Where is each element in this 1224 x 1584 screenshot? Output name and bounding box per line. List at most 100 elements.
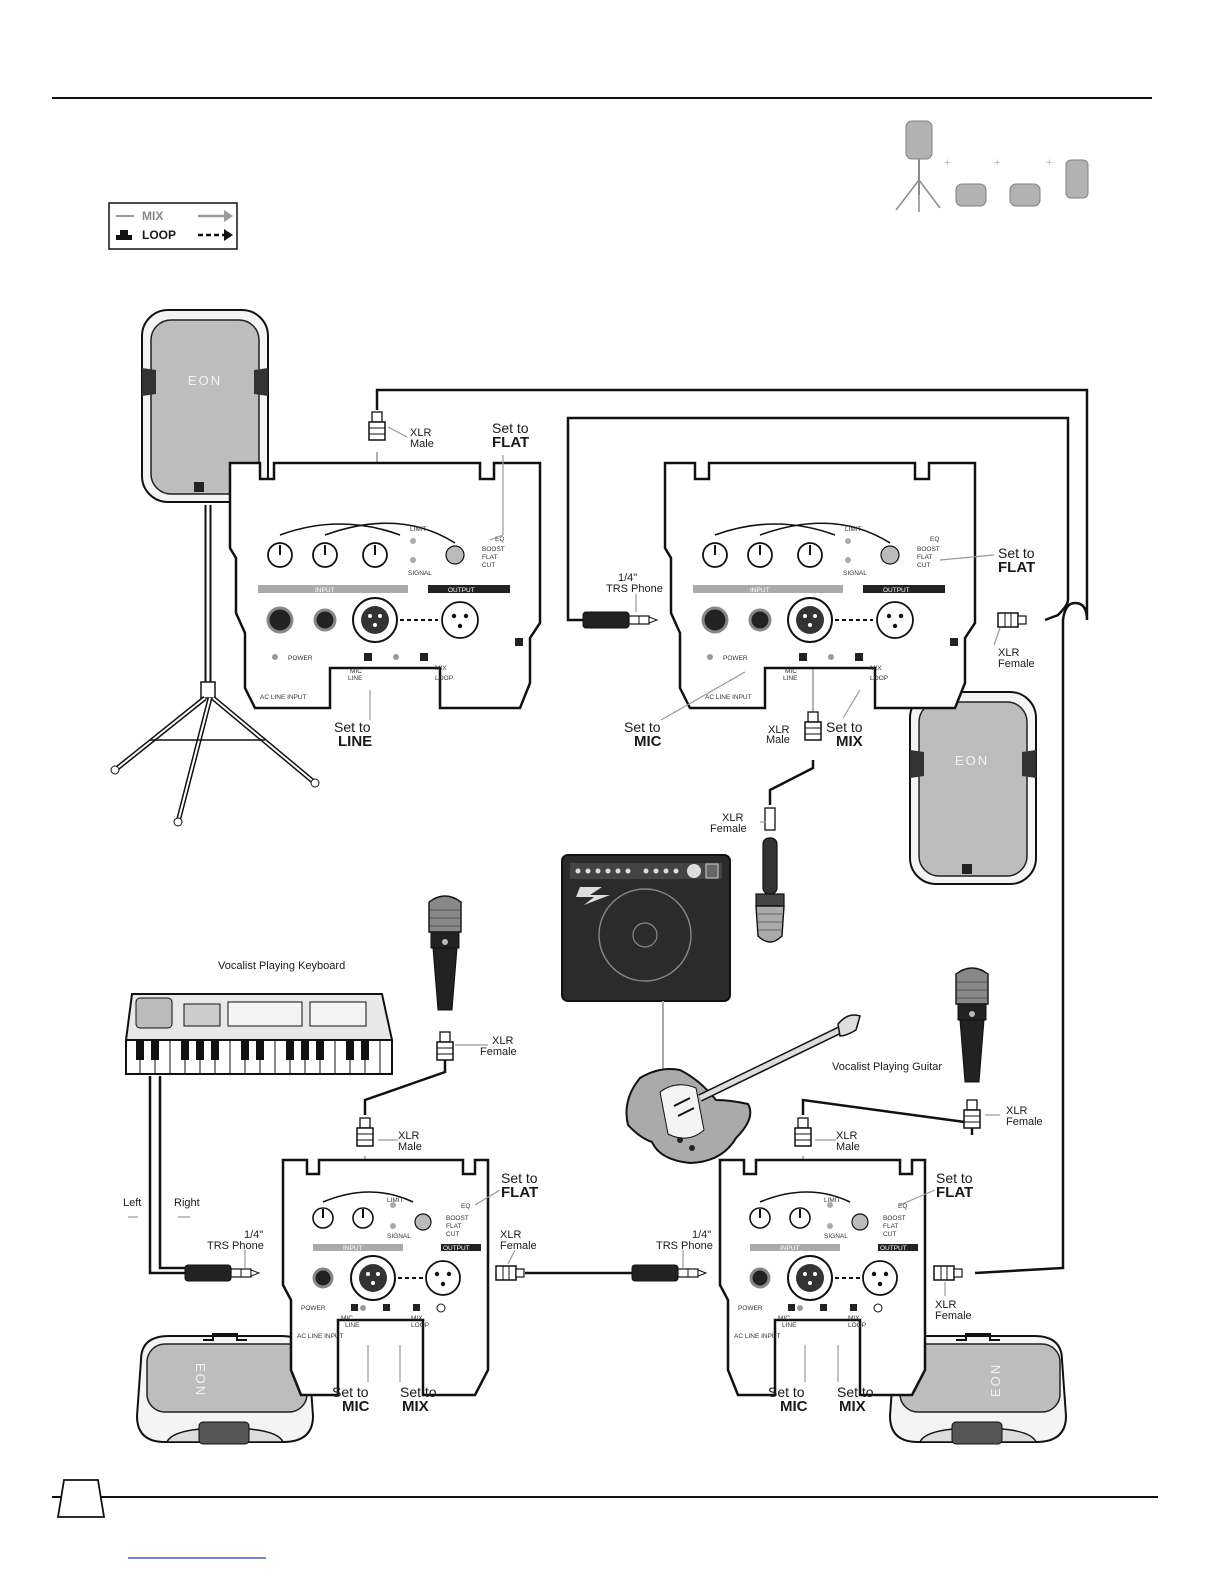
label-set-to-11: Set to — [837, 1384, 874, 1400]
label-trs-1b: TRS Phone — [606, 583, 663, 595]
label-flat-1: FLAT — [492, 434, 529, 451]
panel-boost: BOOST — [883, 1215, 906, 1222]
product-thumbnails: + + + — [895, 120, 1089, 212]
panel-limit: LIMIT — [845, 526, 862, 533]
control-panel-top-right: LIMIT SIGNAL EQ BOOST FLAT CUT INPUT OUT… — [663, 461, 977, 710]
panel-ac-line-input: AC LINE INPUT — [734, 1333, 781, 1340]
label-xlr-female-4b: Female — [1006, 1116, 1043, 1128]
panel-signal: SIGNAL — [408, 570, 432, 577]
panel-power: POWER — [738, 1305, 763, 1312]
panel-input: INPUT — [750, 587, 770, 594]
panel-cut: CUT — [446, 1231, 459, 1238]
panel-loop: LOOP — [435, 675, 453, 682]
keyboard — [124, 993, 394, 1075]
electric-guitar — [625, 1014, 861, 1165]
panel-signal: SIGNAL — [387, 1233, 411, 1240]
panel-line: LINE — [782, 1322, 797, 1329]
panel-mic: MIC — [350, 668, 362, 675]
label-set-to-8: Set to — [332, 1384, 369, 1400]
panel-limit: LIMIT — [387, 1197, 404, 1204]
panel-eq: EQ — [898, 1203, 907, 1210]
panel-signal: SIGNAL — [843, 570, 867, 577]
panel-mix: MIX — [411, 1315, 423, 1322]
panel-limit: LIMIT — [824, 1197, 841, 1204]
label-right: Right — [174, 1197, 200, 1209]
speaker-brand-left: EON — [188, 373, 222, 388]
monitor-brand-left: EON — [193, 1363, 208, 1397]
legend: MIX LOOP — [108, 202, 238, 250]
label-xlr-male-3b: Male — [398, 1141, 422, 1153]
panel-cut: CUT — [482, 562, 495, 569]
label-mix-3: MIX — [839, 1398, 866, 1415]
panel-loop: LOOP — [848, 1322, 866, 1329]
panel-power: POWER — [723, 655, 748, 662]
label-xlr-female-1a: XLR — [998, 647, 1019, 659]
monitor-brand-right: EON — [988, 1363, 1003, 1397]
label-set-to-10: Set to — [768, 1384, 805, 1400]
label-mic-1: MIC — [634, 733, 662, 750]
panel-boost: BOOST — [446, 1215, 469, 1222]
speaker-brand-right: EON — [955, 753, 989, 768]
label-xlr-male-4a: XLR — [836, 1130, 857, 1142]
guitar-amp — [561, 854, 731, 1002]
label-xlr-female-4a: XLR — [1006, 1105, 1027, 1117]
legend-mix-label: MIX — [142, 209, 163, 223]
panel-line: LINE — [783, 675, 798, 682]
label-xlr-female-2b: Female — [710, 823, 747, 835]
panel-loop: LOOP — [411, 1322, 429, 1329]
panel-eq: EQ — [495, 536, 504, 543]
label-left: Left — [123, 1197, 141, 1209]
svg-text:+: + — [944, 157, 950, 169]
label-xlr-male-2a: XLR — [768, 724, 789, 736]
main-speaker-left: EON — [110, 309, 320, 827]
control-panel-bottom-left: LIMIT SIGNAL EQ BOOST FLAT CUT INPUT OUT… — [281, 1158, 490, 1397]
monitor-speaker-right: EON — [889, 1333, 1067, 1445]
panel-mix: MIX — [870, 665, 882, 672]
panel-line: LINE — [345, 1322, 360, 1329]
panel-input: INPUT — [315, 587, 335, 594]
label-mix-1: MIX — [836, 733, 863, 750]
label-xlr-male-1b: Male — [410, 438, 434, 450]
panel-power: POWER — [288, 655, 313, 662]
label-trs-2a: 1/4" — [244, 1229, 263, 1241]
label-flat-3: FLAT — [501, 1184, 538, 1201]
panel-output: OUTPUT — [448, 587, 475, 594]
panel-mic: MIC — [341, 1315, 353, 1322]
svg-text:+: + — [994, 157, 1000, 169]
svg-text:+: + — [1046, 157, 1052, 169]
connectors-top — [368, 411, 1027, 943]
panel-output: OUTPUT — [880, 1245, 907, 1252]
legend-loop-label: LOOP — [142, 228, 176, 242]
page-tab — [56, 1479, 106, 1518]
main-speaker-right: EON — [909, 691, 1037, 885]
panel-output: OUTPUT — [883, 587, 910, 594]
panel-flat: FLAT — [446, 1223, 461, 1230]
panel-power: POWER — [301, 1305, 326, 1312]
panel-eq: EQ — [461, 1203, 470, 1210]
label-set-to-6: Set to — [501, 1170, 538, 1186]
label-set-to-4: Set to — [624, 719, 661, 735]
label-xlr-female-3b: Female — [480, 1046, 517, 1058]
label-line: LINE — [338, 733, 372, 750]
panel-mix: MIX — [435, 665, 447, 672]
panel-ac-line-input: AC LINE INPUT — [297, 1333, 344, 1340]
label-xlr-male-3a: XLR — [398, 1130, 419, 1142]
label-xlr-female-5b: Female — [500, 1240, 537, 1252]
label-set-to-5: Set to — [826, 719, 863, 735]
panel-signal: SIGNAL — [824, 1233, 848, 1240]
panel-limit: LIMIT — [410, 526, 427, 533]
label-trs-1a: 1/4" — [618, 572, 637, 584]
label-mic-2: MIC — [342, 1398, 370, 1415]
panel-mic: MIC — [778, 1315, 790, 1322]
panel-output: OUTPUT — [443, 1245, 470, 1252]
label-xlr-male-1a: XLR — [410, 427, 431, 439]
title-guitar: Vocalist Playing Guitar — [832, 1061, 942, 1073]
label-xlr-female-6b: Female — [935, 1310, 972, 1322]
label-trs-3b: TRS Phone — [656, 1240, 713, 1252]
label-mic-3: MIC — [780, 1398, 808, 1415]
footer — [52, 1479, 1158, 1559]
panel-loop: LOOP — [870, 675, 888, 682]
cables-top — [375, 388, 1089, 1275]
label-trs-2b: TRS Phone — [207, 1240, 264, 1252]
